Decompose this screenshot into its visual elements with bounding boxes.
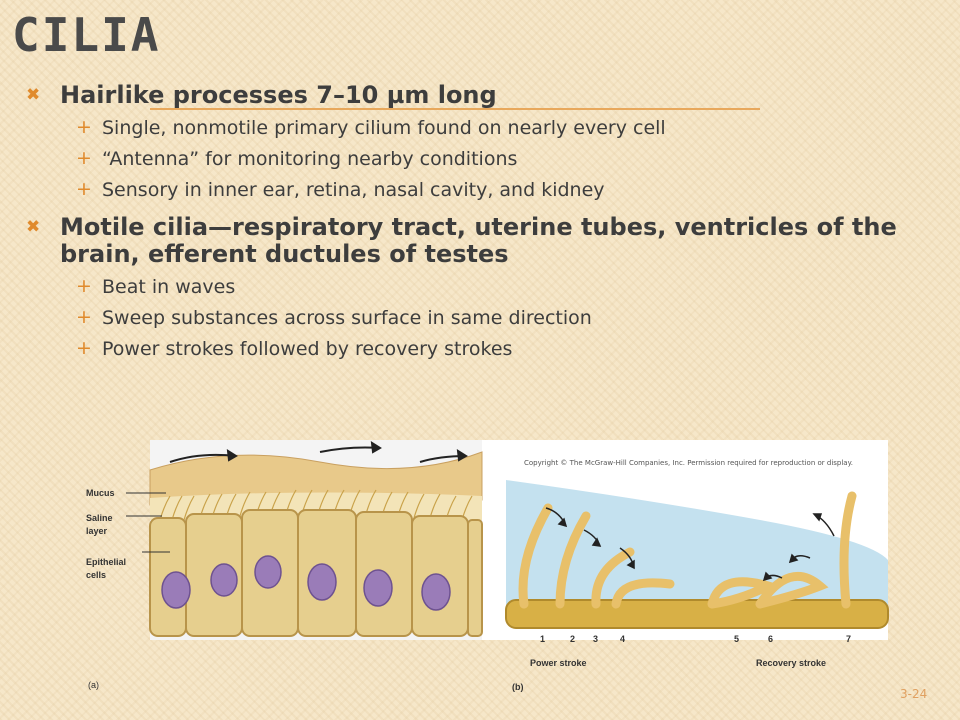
label-leader-lines: [126, 492, 170, 553]
cilia-figure: [126, 440, 889, 640]
copyright-notice: Copyright © The McGraw-Hill Companies, I…: [524, 459, 853, 467]
sub-bullet: + “Antenna” for monitoring nearby condit…: [24, 146, 944, 173]
panel-b-illustration: [505, 470, 889, 640]
panel-a-illustration: [149, 440, 483, 640]
power-stroke-label: Power stroke: [530, 658, 587, 668]
bullet-text: Hairlike processes 7–10 µm long: [60, 81, 497, 109]
stroke-number: 4: [620, 634, 626, 644]
label-epithelial-cells: Epithelial cells: [86, 557, 127, 580]
stroke-number: 2: [570, 634, 576, 644]
recovery-stroke-label: Recovery stroke: [756, 658, 827, 668]
x-bullet-icon: ✖: [26, 217, 41, 237]
plus-bullet-icon: +: [76, 275, 92, 297]
panel-b-tag: (b): [512, 682, 524, 692]
bullet-text: Motile cilia—respiratory tract, uterine …: [60, 213, 897, 268]
sub-bullet: + Beat in waves: [24, 274, 944, 301]
stroke-number: 6: [768, 634, 774, 644]
sub-bullet: + Single, nonmotile primary cilium found…: [24, 115, 944, 142]
plus-bullet-icon: +: [76, 116, 92, 138]
sub-bullet-text: “Antenna” for monitoring nearby conditio…: [102, 148, 518, 170]
sub-bullet: + Power strokes followed by recovery str…: [24, 336, 944, 363]
label-mucus: Mucus: [86, 488, 115, 498]
plus-bullet-icon: +: [76, 306, 92, 328]
sub-bullet-text: Single, nonmotile primary cilium found o…: [102, 117, 666, 139]
sub-bullet: + Sweep substances across surface in sam…: [24, 305, 944, 332]
label-saline-layer: Saline layer: [86, 513, 113, 536]
sub-bullet: + Sensory in inner ear, retina, nasal ca…: [24, 177, 944, 204]
stroke-number: 7: [846, 634, 852, 644]
sub-bullet-text: Sweep substances across surface in same …: [102, 307, 592, 329]
x-bullet-icon: ✖: [26, 85, 41, 105]
plus-bullet-icon: +: [76, 337, 92, 359]
panel-a-tag: (a): [88, 680, 99, 690]
plus-bullet-icon: +: [76, 178, 92, 200]
bullet-motile: ✖ Motile cilia—respiratory tract, uterin…: [24, 214, 944, 268]
stroke-number: 5: [734, 634, 740, 644]
bullet-hairlike: ✖ Hairlike processes 7–10 µm long: [24, 82, 944, 109]
slide-title: CILIA: [12, 8, 161, 62]
stroke-number: 3: [593, 634, 599, 644]
sub-bullet-text: Beat in waves: [102, 276, 236, 298]
slide-number: 3-24: [900, 687, 928, 701]
stroke-number: 1: [540, 634, 546, 644]
sub-bullet-text: Power strokes followed by recovery strok…: [102, 338, 513, 360]
plus-bullet-icon: +: [76, 147, 92, 169]
bullet-list: ✖ Hairlike processes 7–10 µm long + Sing…: [24, 82, 944, 367]
sub-bullet-text: Sensory in inner ear, retina, nasal cavi…: [102, 179, 605, 201]
title-underline: [150, 108, 760, 110]
